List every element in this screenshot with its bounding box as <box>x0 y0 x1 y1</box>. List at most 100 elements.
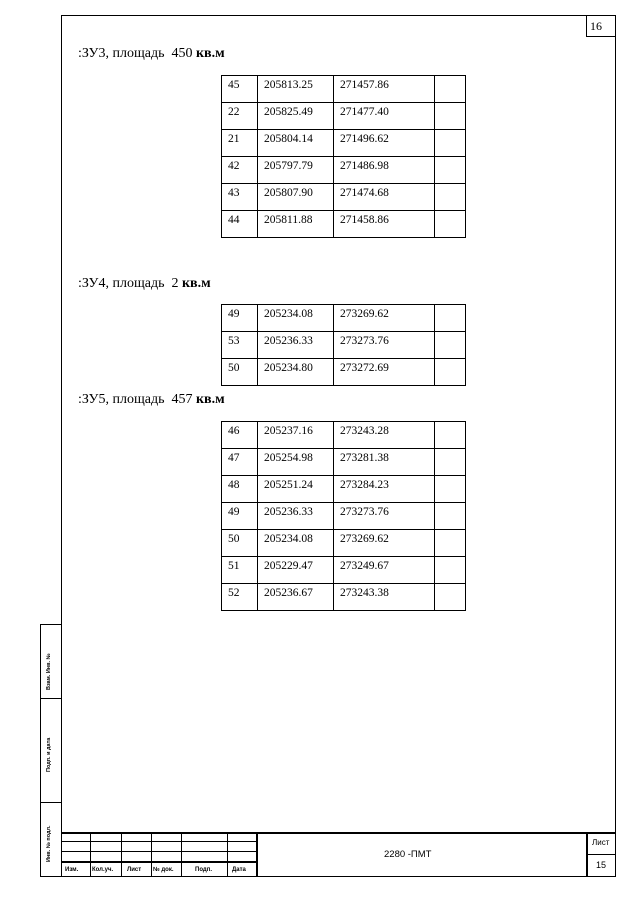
point-number-cell: 21 <box>221 129 258 157</box>
point-number-cell: 49 <box>221 304 258 332</box>
point-number-cell: 22 <box>221 102 258 130</box>
point-number-cell: 48 <box>221 475 258 503</box>
y-coordinate-cell: 273243.38 <box>333 583 435 611</box>
stamp-inv-label: Инв. № подл. <box>46 825 52 863</box>
x-coordinate-cell: 205237.16 <box>257 421 334 449</box>
section-unit: кв.м <box>195 46 225 61</box>
section-title-zu5: :ЗУ5, площадь 457 кв.м <box>78 392 225 408</box>
x-coordinate-cell: 205804.14 <box>257 129 334 157</box>
y-coordinate-cell: 273269.62 <box>333 304 435 332</box>
stamp-vzam-label: Взам. Инв. № <box>46 653 52 690</box>
sheet-number: 15 <box>596 860 607 870</box>
section-label: :ЗУ5, площадь <box>78 392 165 407</box>
empty-cell <box>434 502 466 530</box>
y-coordinate-cell: 273249.67 <box>333 556 435 584</box>
tb-header-kolich: Кол.уч. <box>92 867 114 873</box>
empty-cell <box>434 583 466 611</box>
empty-cell <box>434 475 466 503</box>
margin-divider <box>40 698 61 699</box>
margin-divider <box>40 802 61 803</box>
y-coordinate-cell: 273273.76 <box>333 502 435 530</box>
point-number-cell: 50 <box>221 529 258 557</box>
point-number-cell: 47 <box>221 448 258 476</box>
empty-cell <box>434 421 466 449</box>
y-coordinate-cell: 271457.86 <box>333 75 435 103</box>
empty-cell <box>434 102 466 130</box>
point-number-cell: 44 <box>221 210 258 238</box>
x-coordinate-cell: 205234.80 <box>257 358 334 386</box>
point-number-cell: 53 <box>221 331 258 359</box>
empty-cell <box>434 331 466 359</box>
empty-cell <box>434 358 466 386</box>
stamp-podp-label: Подп. и дата <box>46 737 52 772</box>
x-coordinate-cell: 205254.98 <box>257 448 334 476</box>
x-coordinate-cell: 205234.08 <box>257 304 334 332</box>
tb-header-list: Лист <box>127 867 142 873</box>
tb-header-data: Дата <box>232 867 246 873</box>
x-coordinate-cell: 205807.90 <box>257 183 334 211</box>
tb-header-ndok: № док. <box>153 867 174 873</box>
y-coordinate-cell: 271474.68 <box>333 183 435 211</box>
page-number-top: 16 <box>586 15 616 37</box>
empty-cell <box>434 448 466 476</box>
empty-cell <box>434 556 466 584</box>
sheet-label: Лист <box>592 838 610 847</box>
tb-header-podp: Подп. <box>195 867 212 873</box>
margin-stamp <box>40 624 61 877</box>
section-label: :ЗУ4, площадь <box>78 276 165 291</box>
empty-cell <box>434 183 466 211</box>
section-label: :ЗУ3, площадь <box>78 46 165 61</box>
x-coordinate-cell: 205236.67 <box>257 583 334 611</box>
x-coordinate-cell: 205234.08 <box>257 529 334 557</box>
empty-cell <box>434 210 466 238</box>
y-coordinate-cell: 273273.76 <box>333 331 435 359</box>
section-area: 2 <box>171 276 179 291</box>
point-number-cell: 49 <box>221 502 258 530</box>
section-unit: кв.м <box>181 276 211 291</box>
y-coordinate-cell: 273284.23 <box>333 475 435 503</box>
empty-cell <box>434 129 466 157</box>
point-number-cell: 51 <box>221 556 258 584</box>
point-number-cell: 46 <box>221 421 258 449</box>
tb-header-izm: Изм. <box>65 867 79 873</box>
y-coordinate-cell: 273272.69 <box>333 358 435 386</box>
x-coordinate-cell: 205825.49 <box>257 102 334 130</box>
y-coordinate-cell: 273281.38 <box>333 448 435 476</box>
y-coordinate-cell: 271486.98 <box>333 156 435 184</box>
empty-cell <box>434 75 466 103</box>
section-title-zu4: :ЗУ4, площадь 2 кв.м <box>78 276 211 292</box>
page-frame <box>61 15 616 877</box>
point-number-cell: 43 <box>221 183 258 211</box>
x-coordinate-cell: 205797.79 <box>257 156 334 184</box>
point-number-cell: 42 <box>221 156 258 184</box>
x-coordinate-cell: 205813.25 <box>257 75 334 103</box>
x-coordinate-cell: 205811.88 <box>257 210 334 238</box>
point-number-cell: 50 <box>221 358 258 386</box>
document-number: 2280 -ПМТ <box>384 849 432 860</box>
x-coordinate-cell: 205229.47 <box>257 556 334 584</box>
y-coordinate-cell: 273269.62 <box>333 529 435 557</box>
empty-cell <box>434 304 466 332</box>
section-title-zu3: :ЗУ3, площадь 450 кв.м <box>78 46 225 62</box>
point-number-cell: 52 <box>221 583 258 611</box>
x-coordinate-cell: 205236.33 <box>257 502 334 530</box>
x-coordinate-cell: 205236.33 <box>257 331 334 359</box>
y-coordinate-cell: 271477.40 <box>333 102 435 130</box>
